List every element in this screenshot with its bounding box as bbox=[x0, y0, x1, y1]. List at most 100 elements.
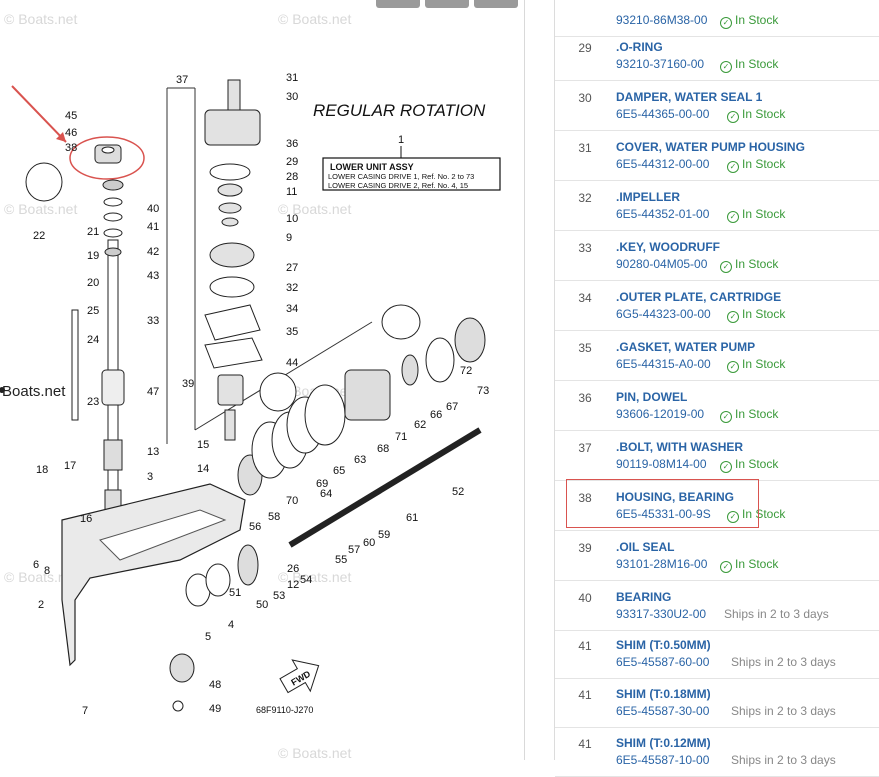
part-name-link[interactable]: DAMPER, WATER SEAL 1 bbox=[616, 90, 763, 104]
watermark-partial: Boats.net bbox=[2, 383, 66, 400]
part-name-link[interactable]: SHIM (T:0.18MM) bbox=[616, 687, 711, 701]
part-name-link[interactable]: .BOLT, WITH WASHER bbox=[616, 440, 744, 454]
part-number-link[interactable]: 93101-28M16-00 bbox=[616, 557, 708, 571]
shipping-status: Ships in 2 to 3 days bbox=[731, 704, 836, 718]
part-number-link[interactable]: 6G5-44323-00-00 bbox=[616, 307, 711, 321]
toolbar-button[interactable] bbox=[376, 0, 420, 8]
ref-label-17: 17 bbox=[64, 460, 76, 472]
stock-status: ✓In Stock bbox=[727, 207, 785, 223]
ref-label-47: 47 bbox=[147, 386, 159, 398]
part-number-link[interactable]: 6E5-45587-60-00 bbox=[616, 655, 710, 669]
ref-label-36: 36 bbox=[286, 138, 298, 150]
ref-label-68: 68 bbox=[377, 443, 389, 455]
ref-label-13: 13 bbox=[147, 446, 159, 458]
stock-status: ✓In Stock bbox=[720, 13, 778, 29]
ref-label-39: 39 bbox=[182, 378, 194, 390]
ref-label-38: 38 bbox=[65, 142, 77, 154]
part-name-link[interactable]: .O-RING bbox=[616, 40, 663, 54]
ref-label-37: 37 bbox=[176, 74, 188, 86]
part-number-link[interactable]: 6E5-44365-00-00 bbox=[616, 107, 710, 121]
stock-status: ✓In Stock bbox=[720, 57, 778, 73]
parts-diagram[interactable]: © Boats.net © Boats.net © Boats.net © Bo… bbox=[0, 0, 524, 761]
part-name-link[interactable]: .OIL SEAL bbox=[616, 540, 675, 554]
ref-label-7: 7 bbox=[82, 705, 88, 717]
stock-status: ✓In Stock bbox=[727, 157, 785, 173]
part-name-link[interactable]: .KEY, WOODRUFF bbox=[616, 240, 720, 254]
part-number-link[interactable]: 6E5-45331-00-9S bbox=[616, 507, 711, 521]
ref-label-40: 40 bbox=[147, 203, 159, 215]
part-name-link[interactable]: BEARING bbox=[616, 590, 672, 604]
part-number-link[interactable]: 6E5-44315-A0-00 bbox=[616, 357, 711, 371]
part-number-link[interactable]: 93317-330U2-00 bbox=[616, 607, 707, 621]
toolbar-button[interactable] bbox=[474, 0, 518, 8]
check-icon: ✓ bbox=[727, 311, 739, 323]
ref-label-52: 52 bbox=[452, 486, 464, 498]
part-number-link[interactable]: 6E5-44312-00-00 bbox=[616, 157, 710, 171]
ref-label-67: 67 bbox=[446, 401, 458, 413]
part-name-link[interactable]: COVER, WATER PUMP HOUSING bbox=[616, 140, 805, 154]
part-row[interactable]: 93210-86M38-00 ✓In Stock bbox=[555, 0, 879, 37]
diagram-title: REGULAR ROTATION bbox=[313, 101, 486, 120]
stock-status: ✓In Stock bbox=[727, 507, 785, 523]
ref-label-16: 16 bbox=[80, 513, 92, 525]
ref-label-2: 2 bbox=[38, 599, 44, 611]
ref-label-5: 5 bbox=[205, 631, 211, 643]
part-number-link[interactable]: 6E5-44352-01-00 bbox=[616, 207, 710, 221]
part-number-link[interactable]: 6E5-45587-30-00 bbox=[616, 704, 710, 718]
part-number-link[interactable]: 90119-08M14-00 bbox=[616, 457, 707, 471]
ref-label-29: 29 bbox=[286, 156, 298, 168]
part-number-link[interactable]: 93210-37160-00 bbox=[616, 57, 705, 71]
part-row[interactable]: 40 BEARING 93317-330U2-00 Ships in 2 to 3 d… bbox=[555, 581, 879, 631]
ref-label-64: 64 bbox=[320, 488, 332, 500]
ref-label-28: 28 bbox=[286, 171, 298, 183]
part-ref: 38 bbox=[578, 491, 592, 505]
diagram-code: 68F9110-J270 bbox=[256, 705, 313, 715]
watermark: © Boats.net bbox=[278, 11, 351, 27]
part-name-link[interactable]: PIN, DOWEL bbox=[616, 390, 688, 404]
part-number-link[interactable]: 90280-04M05-00 bbox=[616, 257, 708, 271]
shipping-status: Ships in 2 to 3 days bbox=[724, 607, 829, 621]
ref-label-14: 14 bbox=[197, 463, 209, 475]
watermark: © Boats.net bbox=[278, 569, 351, 585]
part-ref: 32 bbox=[578, 191, 592, 205]
check-icon: ✓ bbox=[727, 511, 739, 523]
toolbar-button[interactable] bbox=[425, 0, 469, 8]
part-ref: 41 bbox=[578, 688, 592, 702]
box-line1: LOWER CASING DRIVE 1, Ref. No. 2 to 73 bbox=[328, 172, 474, 181]
part-number-link[interactable]: 93210-86M38-00 bbox=[616, 13, 708, 27]
check-icon: ✓ bbox=[727, 361, 739, 373]
part-name-link[interactable]: SHIM (T:0.12MM) bbox=[616, 736, 711, 750]
part-row[interactable]: 41 SHIM (T:0.18MM) 6E5-45587-30-00 Ships in… bbox=[555, 678, 879, 728]
part-name-link[interactable]: .GASKET, WATER PUMP bbox=[616, 340, 756, 354]
stock-status: ✓In Stock bbox=[727, 357, 785, 373]
part-ref: 40 bbox=[578, 591, 592, 605]
watermark: © Boats.net bbox=[4, 11, 77, 27]
part-row[interactable]: 32 .IMPELLER 6E5-44352-01-00 ✓In Stock bbox=[555, 181, 879, 231]
part-row[interactable]: 38 HOUSING, BEARING 6E5-45331-00-9S ✓In Sto… bbox=[555, 481, 879, 531]
check-icon: ✓ bbox=[720, 461, 732, 473]
ref-label-11: 11 bbox=[286, 186, 297, 198]
ref-label-69: 69 bbox=[316, 478, 328, 490]
ref-label-71: 71 bbox=[395, 431, 407, 443]
ref-label-44: 44 bbox=[286, 357, 298, 369]
part-number-link[interactable]: 93606-12019-00 bbox=[616, 407, 705, 421]
part-name-link[interactable]: HOUSING, BEARING bbox=[616, 490, 735, 504]
ref-label-50: 50 bbox=[256, 599, 268, 611]
part-name-link[interactable]: .IMPELLER bbox=[616, 190, 681, 204]
part-name-link[interactable]: .OUTER PLATE, CARTRIDGE bbox=[616, 290, 782, 304]
part-number-link[interactable]: 6E5-45587-10-00 bbox=[616, 753, 710, 767]
ref-label-25: 25 bbox=[87, 305, 99, 317]
ref-label-45: 45 bbox=[65, 110, 77, 122]
part-name-link[interactable]: SHIM (T:0.50MM) bbox=[616, 638, 711, 652]
